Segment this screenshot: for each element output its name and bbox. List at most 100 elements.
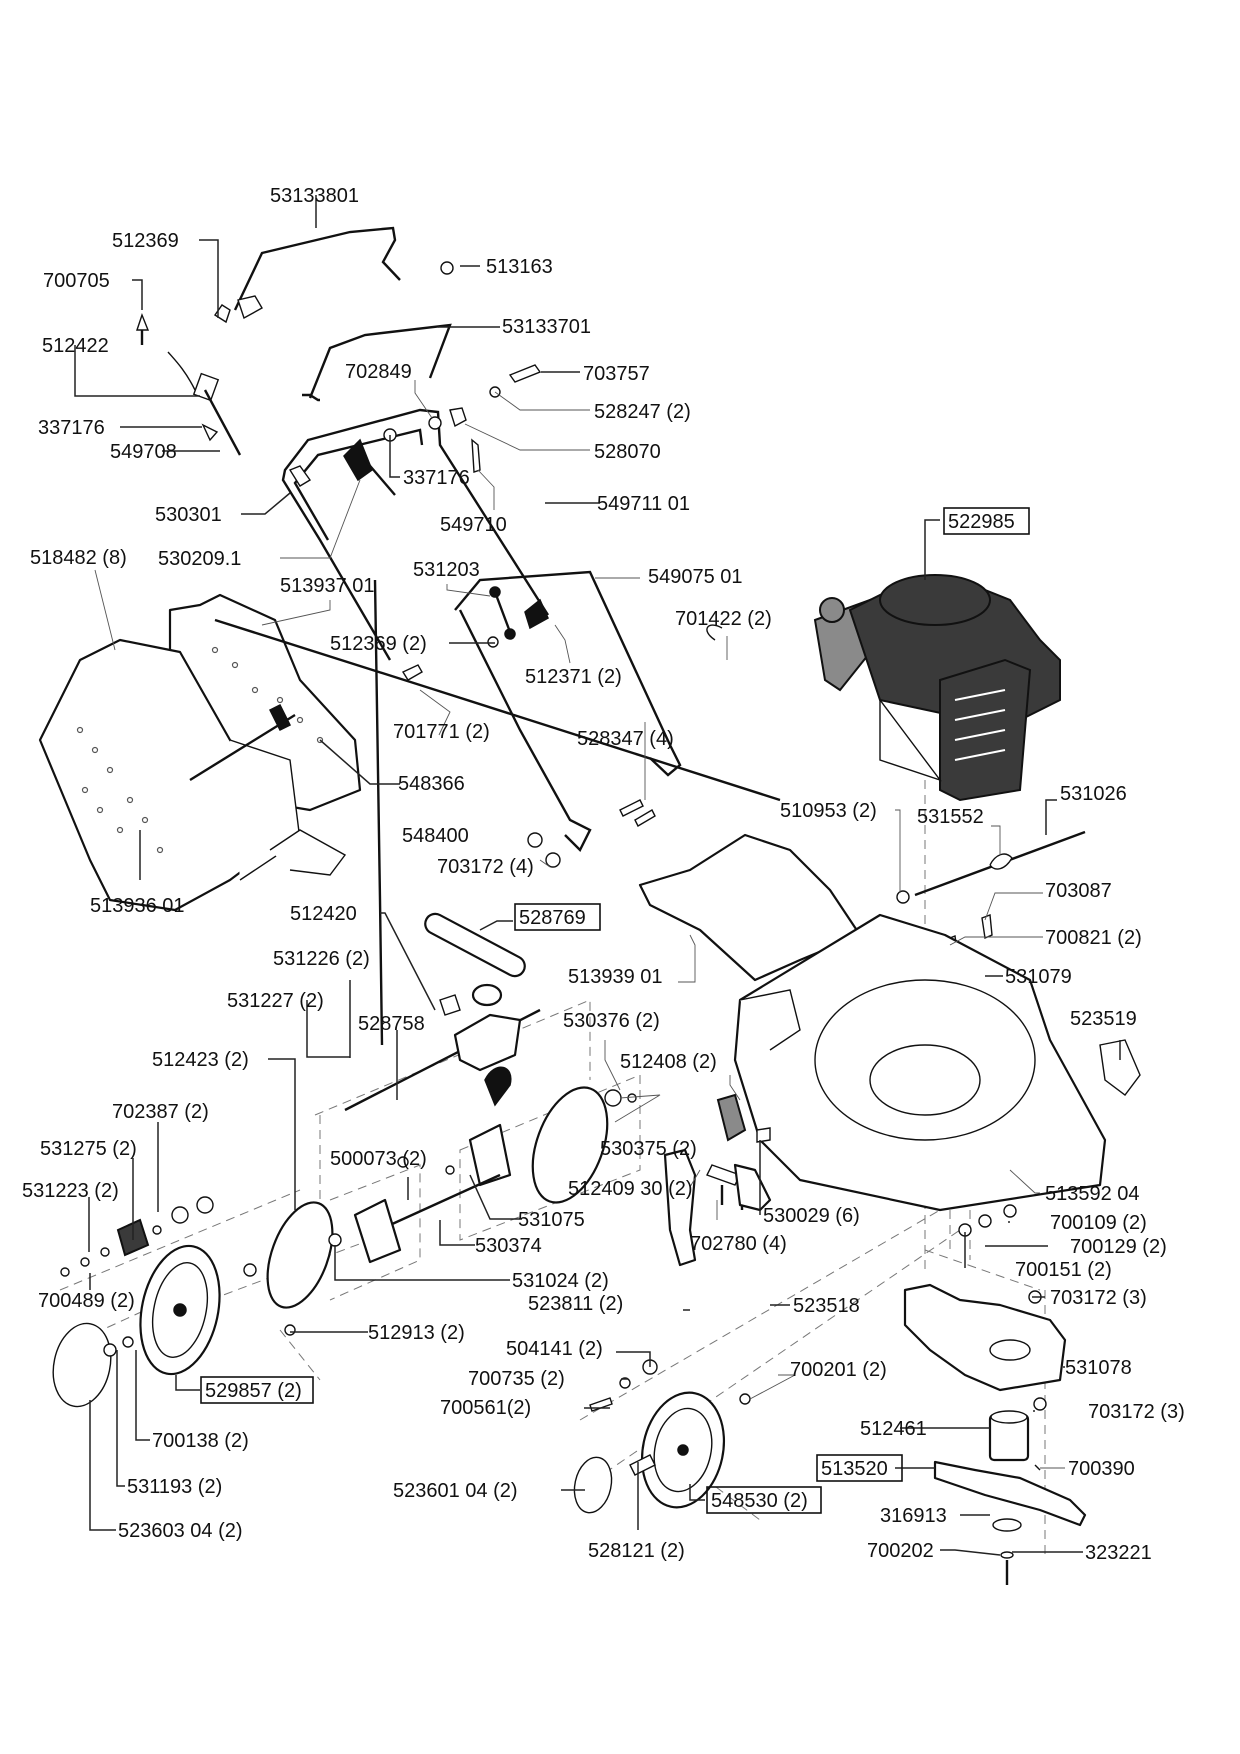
- part-label[interactable]: 700129 (2): [1070, 1236, 1167, 1258]
- part-label[interactable]: 53133801: [270, 185, 359, 207]
- part-label[interactable]: 549075 01: [648, 566, 743, 588]
- part-label[interactable]: 528758: [358, 1013, 425, 1035]
- part-label[interactable]: 513592 04: [1045, 1183, 1140, 1205]
- part-label[interactable]: 530209.1: [158, 548, 241, 570]
- part-label[interactable]: 523603 04 (2): [118, 1520, 243, 1542]
- part-drawings: [38, 226, 1141, 1585]
- part-label[interactable]: 512423 (2): [152, 1049, 249, 1071]
- part-label[interactable]: 530029 (6): [763, 1205, 860, 1227]
- part-label[interactable]: 700151 (2): [1015, 1259, 1112, 1281]
- part-label[interactable]: 549710: [440, 514, 507, 536]
- part-label[interactable]: 513937 01: [280, 575, 375, 597]
- part-label[interactable]: 512422: [42, 335, 109, 357]
- part-label[interactable]: 531193 (2): [127, 1476, 222, 1498]
- part-label[interactable]: 513163: [486, 256, 553, 278]
- part-label[interactable]: 700821 (2): [1045, 927, 1142, 949]
- part-label[interactable]: 531026: [1060, 783, 1127, 805]
- part-label[interactable]: 523519: [1070, 1008, 1137, 1030]
- part-label[interactable]: 531024 (2): [512, 1270, 609, 1292]
- part-label[interactable]: 549708: [110, 441, 177, 463]
- part-label-boxed[interactable]: 522985: [948, 511, 1015, 533]
- part-label[interactable]: 530301: [155, 504, 222, 526]
- lower-handle: [454, 570, 682, 777]
- part-label[interactable]: 531078: [1065, 1357, 1132, 1379]
- part-label[interactable]: 700109 (2): [1050, 1212, 1147, 1234]
- upper-handle-frame: [281, 408, 550, 661]
- part-label-boxed[interactable]: 548530 (2): [711, 1490, 808, 1512]
- part-label[interactable]: 531552: [917, 806, 984, 828]
- part-label[interactable]: 531075: [518, 1209, 585, 1231]
- part-label[interactable]: 531275 (2): [40, 1138, 137, 1160]
- gearbox: [453, 1013, 522, 1072]
- part-label[interactable]: 548366: [398, 773, 465, 795]
- part-label[interactable]: 531223 (2): [22, 1180, 119, 1202]
- part-label[interactable]: 702849: [345, 361, 412, 383]
- part-label[interactable]: 703087: [1045, 880, 1112, 902]
- height-lever: [484, 1066, 512, 1107]
- part-label[interactable]: 530374: [475, 1235, 542, 1257]
- part-label[interactable]: 523811 (2): [528, 1293, 623, 1315]
- part-label[interactable]: 700735 (2): [468, 1368, 565, 1390]
- part-label[interactable]: 700138 (2): [152, 1430, 249, 1452]
- part-label[interactable]: 512461: [860, 1418, 927, 1440]
- part-label[interactable]: 528121 (2): [588, 1540, 685, 1562]
- part-label[interactable]: 513936 01: [90, 895, 185, 917]
- part-label[interactable]: 528070: [594, 441, 661, 463]
- part-label[interactable]: 523518: [793, 1295, 860, 1317]
- part-label[interactable]: 528247 (2): [594, 401, 691, 423]
- part-label[interactable]: 512371 (2): [525, 666, 622, 688]
- part-label[interactable]: 512408 (2): [620, 1051, 717, 1073]
- part-label[interactable]: 531226 (2): [273, 948, 370, 970]
- part-label-boxed[interactable]: 528769: [519, 907, 586, 929]
- part-label[interactable]: 337176: [38, 417, 105, 439]
- part-label[interactable]: 528347 (4): [577, 728, 674, 750]
- part-label[interactable]: 702387 (2): [112, 1101, 209, 1123]
- part-label[interactable]: 518482 (8): [30, 547, 127, 569]
- part-label[interactable]: 703172 (3): [1050, 1287, 1147, 1309]
- part-label[interactable]: 531203: [413, 559, 480, 581]
- part-label[interactable]: 703757: [583, 363, 650, 385]
- part-label[interactable]: 316913: [880, 1505, 947, 1527]
- part-label[interactable]: 512369 (2): [330, 633, 427, 655]
- part-label[interactable]: 500073 (2): [330, 1148, 427, 1170]
- part-labels: 53133801 512369 513163 700705 53133701 5…: [22, 185, 1185, 1564]
- part-label[interactable]: 702780 (4): [690, 1233, 787, 1255]
- part-label[interactable]: 323221: [1085, 1542, 1152, 1564]
- part-label[interactable]: 53133701: [502, 316, 591, 338]
- part-label[interactable]: 512409 30 (2): [568, 1178, 693, 1200]
- part-label[interactable]: 504141 (2): [506, 1338, 603, 1360]
- engine-muffler: [939, 658, 1032, 802]
- part-label[interactable]: 700561(2): [440, 1397, 531, 1419]
- leader-lines: [74, 195, 1121, 1556]
- part-label[interactable]: 513939 01: [568, 966, 663, 988]
- part-label[interactable]: 523601 04 (2): [393, 1480, 518, 1502]
- part-label[interactable]: 701422 (2): [675, 608, 772, 630]
- part-label[interactable]: 510953 (2): [780, 800, 877, 822]
- part-label[interactable]: 703172 (4): [437, 856, 534, 878]
- part-label-boxed[interactable]: 513520: [821, 1458, 888, 1480]
- part-label[interactable]: 700202: [867, 1540, 934, 1562]
- height-adjuster: [663, 1148, 697, 1267]
- drive-belt: [424, 912, 526, 978]
- part-label[interactable]: 337176: [403, 467, 470, 489]
- part-label[interactable]: 700489 (2): [38, 1290, 135, 1312]
- part-label-boxed[interactable]: 529857 (2): [205, 1380, 302, 1402]
- part-label[interactable]: 701771 (2): [393, 721, 490, 743]
- part-label[interactable]: 703172 (3): [1088, 1401, 1185, 1423]
- part-label[interactable]: 512420: [290, 903, 357, 925]
- part-label[interactable]: 530376 (2): [563, 1010, 660, 1032]
- part-label[interactable]: 700705: [43, 270, 110, 292]
- part-label[interactable]: 530375 (2): [600, 1138, 697, 1160]
- part-label[interactable]: 531227 (2): [227, 990, 324, 1012]
- part-label[interactable]: 531079: [1005, 966, 1072, 988]
- part-label[interactable]: 512913 (2): [368, 1322, 465, 1344]
- boxed-label-frame: [200, 1376, 314, 1404]
- part-label[interactable]: 548400: [402, 825, 469, 847]
- part-label[interactable]: 700201 (2): [790, 1359, 887, 1381]
- blade: [933, 1460, 1087, 1527]
- part-label[interactable]: 700390: [1068, 1458, 1135, 1480]
- part-label[interactable]: 549711 01: [597, 493, 690, 515]
- boxed-label-frame: [706, 1486, 822, 1514]
- part-label[interactable]: 512369: [112, 230, 179, 252]
